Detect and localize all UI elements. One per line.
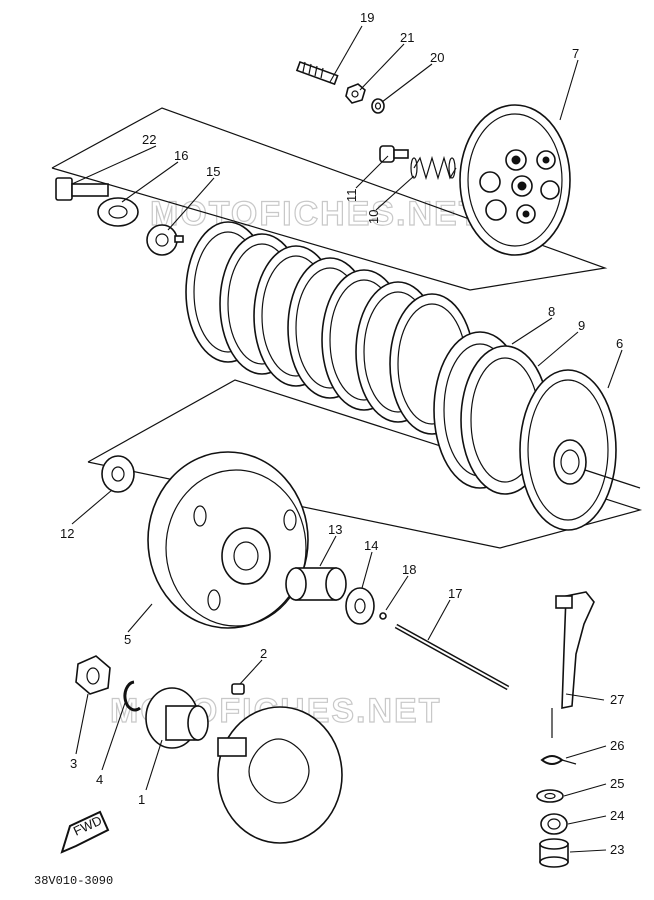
callout-1: 1 xyxy=(138,792,145,807)
part-18-ball xyxy=(379,612,387,620)
callout-labels: 19 21 20 7 22 16 15 11 10 8 9 6 12 13 14… xyxy=(60,10,624,857)
part-2-key xyxy=(231,683,245,695)
callout-8: 8 xyxy=(548,304,555,319)
part-6-clutch-boss xyxy=(519,369,641,531)
part-5-clutch-housing xyxy=(147,451,309,629)
forward-direction-badge: FWD xyxy=(60,810,110,854)
callout-26: 26 xyxy=(610,738,624,753)
callout-22: 22 xyxy=(142,132,156,147)
assembly-boundary-lower xyxy=(87,379,643,549)
part-24-oil-seal xyxy=(540,813,568,835)
part-17-push-rod xyxy=(394,623,510,691)
callout-18: 18 xyxy=(402,562,416,577)
callout-17: 17 xyxy=(448,586,462,601)
part-25-washer xyxy=(536,789,564,803)
part-7-pressure-plate xyxy=(459,104,571,256)
leader-lines xyxy=(71,25,623,853)
part-22-push-rod xyxy=(55,177,109,201)
part-26-spring xyxy=(540,755,577,765)
part-20-washer xyxy=(371,98,385,114)
part-27-lever xyxy=(551,591,595,738)
callout-27: 27 xyxy=(610,692,624,707)
part-14-washer xyxy=(345,587,375,625)
callout-7: 7 xyxy=(572,46,579,61)
part-10-spring xyxy=(410,155,457,181)
callout-12: 12 xyxy=(60,526,74,541)
callout-23: 23 xyxy=(610,842,624,857)
drive-plate xyxy=(217,706,343,844)
callout-3: 3 xyxy=(70,756,77,771)
callout-5: 5 xyxy=(124,632,131,647)
part-15-plate xyxy=(146,224,184,256)
callout-16: 16 xyxy=(174,148,188,163)
diagram-reference-code: 38V010-3090 xyxy=(34,874,113,888)
callout-11: 11 xyxy=(344,189,359,203)
watermark-top: MOTOFICHES.NET xyxy=(150,195,482,233)
assembly-boundary-upper xyxy=(51,107,608,291)
callout-10: 10 xyxy=(366,210,381,224)
callout-15: 15 xyxy=(206,164,220,179)
part-16-bearing xyxy=(97,197,139,227)
callout-2: 2 xyxy=(260,646,267,661)
callout-4: 4 xyxy=(96,772,103,787)
part-12-thrust-washer xyxy=(101,455,135,493)
part-1-primary-gear xyxy=(145,687,209,749)
callout-9: 9 xyxy=(578,318,585,333)
callout-20: 20 xyxy=(430,50,444,65)
callout-25: 25 xyxy=(610,776,624,791)
callout-21: 21 xyxy=(400,30,414,45)
part-3-nut xyxy=(75,655,111,695)
callout-6: 6 xyxy=(616,336,623,351)
part-13-collar xyxy=(285,567,347,601)
callout-24: 24 xyxy=(610,808,624,823)
part-23-bearing xyxy=(539,838,569,868)
part-19-bolt xyxy=(295,60,339,86)
callout-13: 13 xyxy=(328,522,342,537)
callout-19: 19 xyxy=(360,10,374,25)
clutch-plate-stack xyxy=(185,221,475,435)
part-11-screw xyxy=(379,145,409,163)
callout-14: 14 xyxy=(364,538,378,553)
part-21-nut xyxy=(345,83,366,104)
